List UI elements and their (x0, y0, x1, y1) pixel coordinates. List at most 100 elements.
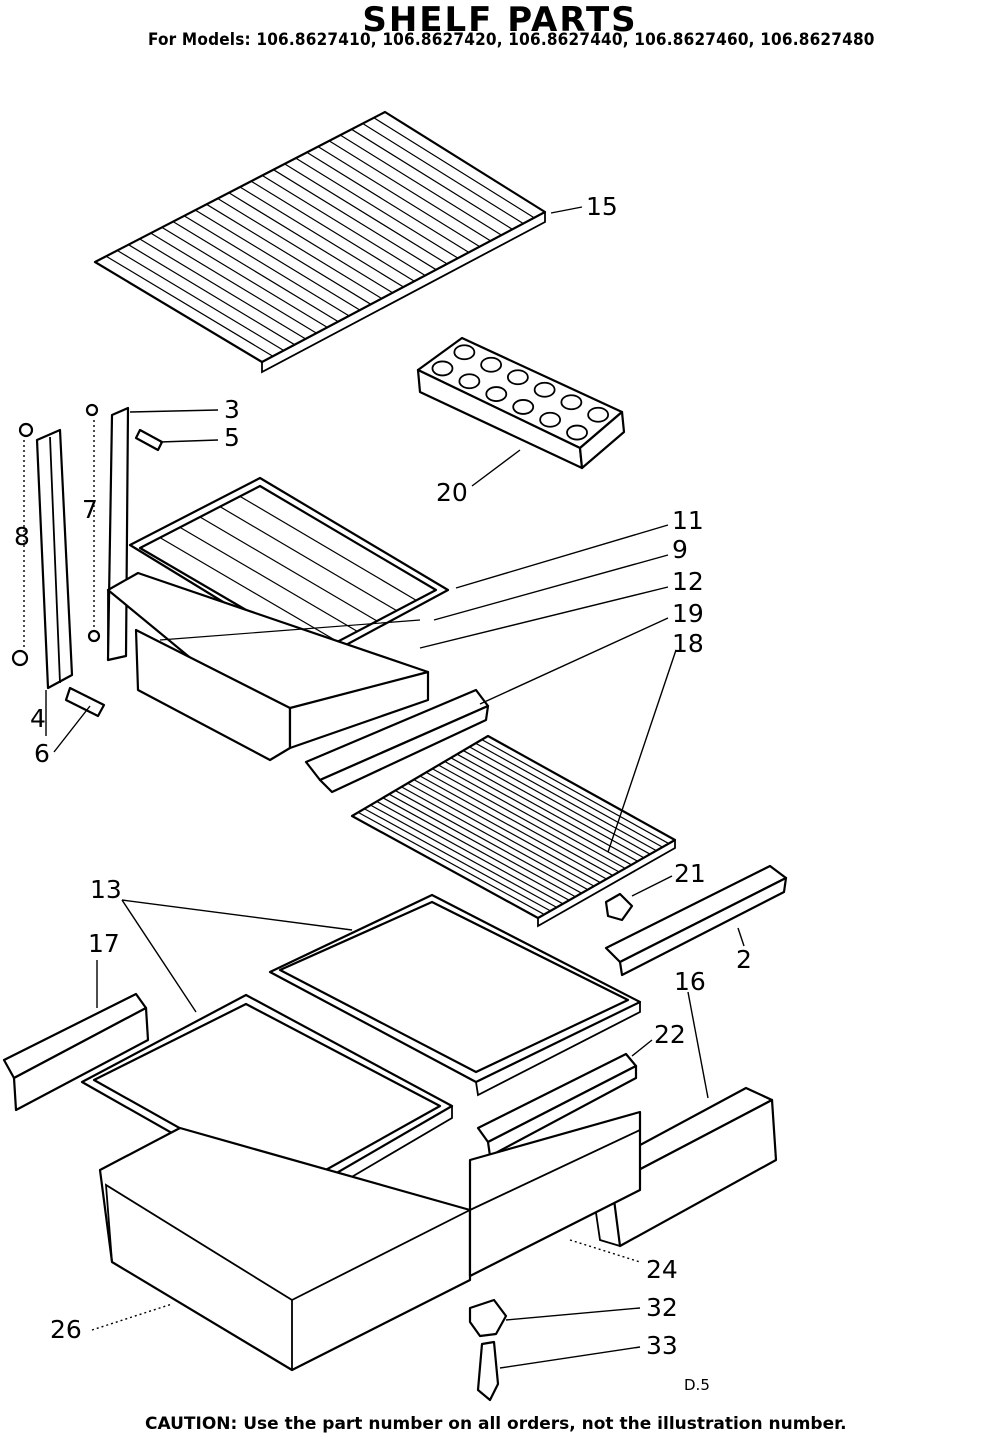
crisper-drawer-24 (468, 1110, 642, 1278)
callout-32: 32 (646, 1293, 678, 1322)
leader-lines (45, 206, 745, 1369)
callout-17: 17 (88, 929, 120, 958)
stem-33 (476, 1340, 500, 1402)
center-rail-22 (476, 1052, 638, 1158)
egg-cup (453, 344, 476, 361)
shelf-wire (295, 157, 459, 259)
crisper-drawer-26 (98, 1126, 472, 1372)
shelf-wire (357, 811, 545, 915)
shelf-wire (239, 495, 417, 601)
callout-13: 13 (90, 875, 122, 904)
wire-shelf-15 (93, 110, 547, 374)
shelf-wire (401, 786, 589, 891)
callout-numbers: 15 3 5 20 8 7 11 9 12 19 18 4 6 13 21 17… (14, 192, 752, 1394)
shelf-wire (159, 537, 338, 643)
callout-33: 33 (646, 1331, 678, 1360)
callout-4: 4 (30, 704, 46, 733)
crisper-cover-13-right (268, 893, 642, 1097)
callout-16: 16 (674, 967, 706, 996)
callout-6: 6 (34, 739, 50, 768)
shelf-wire (116, 249, 285, 351)
shelf-wire (438, 764, 626, 869)
callout-18: 18 (672, 629, 704, 658)
meat-pan-cover-11 (128, 476, 450, 662)
front-rail-19 (304, 688, 490, 794)
callout-15: 15 (586, 192, 618, 221)
shelf-wire (382, 797, 570, 901)
egg-cup (485, 386, 508, 402)
shelf-wire (195, 209, 361, 311)
clip-21 (604, 892, 634, 922)
shelf-wire (150, 232, 317, 334)
front-trim-2 (604, 864, 788, 977)
egg-cup (566, 424, 588, 441)
shelf-wire (419, 775, 607, 880)
callout-12: 12 (672, 567, 704, 596)
callout-9: 9 (672, 535, 688, 564)
shelf-wire (373, 117, 535, 219)
shelf-wire (228, 192, 393, 294)
shelf-wire (183, 215, 350, 317)
shelf-wire (239, 186, 404, 288)
shelf-wire (351, 128, 513, 230)
callout-8: 8 (14, 522, 30, 551)
shelf-wire (328, 140, 491, 242)
shelf-wire (407, 782, 595, 887)
shelf-wire (161, 226, 328, 328)
shelf-wire (450, 757, 638, 862)
shelf-wire (273, 169, 437, 271)
roller-32 (468, 1298, 508, 1338)
shelf-wire (139, 238, 306, 340)
model-list: For Models: 106.8627410, 106.8627420, 10… (148, 30, 875, 50)
callout-5: 5 (224, 423, 240, 452)
shelf-wire (394, 790, 582, 894)
shelf-wire (388, 793, 576, 898)
egg-cup (458, 373, 481, 390)
callout-19: 19 (672, 599, 704, 628)
shelf-wire (462, 750, 651, 855)
shelf-wire (261, 174, 426, 276)
callout-2: 2 (736, 945, 752, 974)
shelf-wire (425, 771, 614, 876)
shelf-wire (444, 760, 632, 866)
meat-pan-assembly (106, 571, 430, 762)
shelf-wire (362, 123, 524, 225)
shelf-wire (469, 746, 657, 852)
egg-cup (512, 399, 535, 415)
shelf-wire (413, 779, 601, 884)
shelf-wire (217, 198, 383, 300)
callout-21: 21 (674, 859, 706, 888)
egg-tray-20 (416, 336, 626, 470)
shelf-wire (250, 180, 415, 282)
egg-cup (587, 406, 610, 423)
shelf-wire (456, 753, 645, 859)
callout-24: 24 (646, 1255, 678, 1284)
callout-22: 22 (654, 1020, 686, 1049)
shelf-wire (475, 742, 663, 848)
shelf-wire (432, 768, 620, 873)
egg-cup (506, 369, 529, 386)
shelf-wire (105, 255, 274, 357)
caution-note: CAUTION: Use the part number on all orde… (145, 1414, 847, 1434)
shelf-wire (172, 221, 339, 323)
egg-cup (539, 411, 562, 428)
shelf-wire (370, 804, 557, 908)
page-title: SHELF PARTS (362, 0, 638, 40)
egg-cup (533, 381, 556, 398)
callout-20: 20 (436, 478, 468, 507)
egg-cup (431, 360, 454, 377)
shelf-wire (206, 203, 372, 305)
shelf-wire (219, 506, 397, 612)
shelf-wire (179, 526, 358, 632)
shelf-wire (364, 808, 551, 912)
callout-3: 3 (224, 395, 240, 424)
side-rail-17 (2, 992, 150, 1112)
callout-7: 7 (82, 495, 98, 524)
callout-26: 26 (50, 1315, 82, 1344)
shelf-wire (481, 739, 670, 845)
crisper-wire-shelf-18 (350, 734, 677, 928)
shelf-wire (284, 163, 448, 265)
shelf-wire (317, 146, 481, 248)
egg-cup (480, 356, 503, 373)
shelf-wire (340, 134, 502, 236)
